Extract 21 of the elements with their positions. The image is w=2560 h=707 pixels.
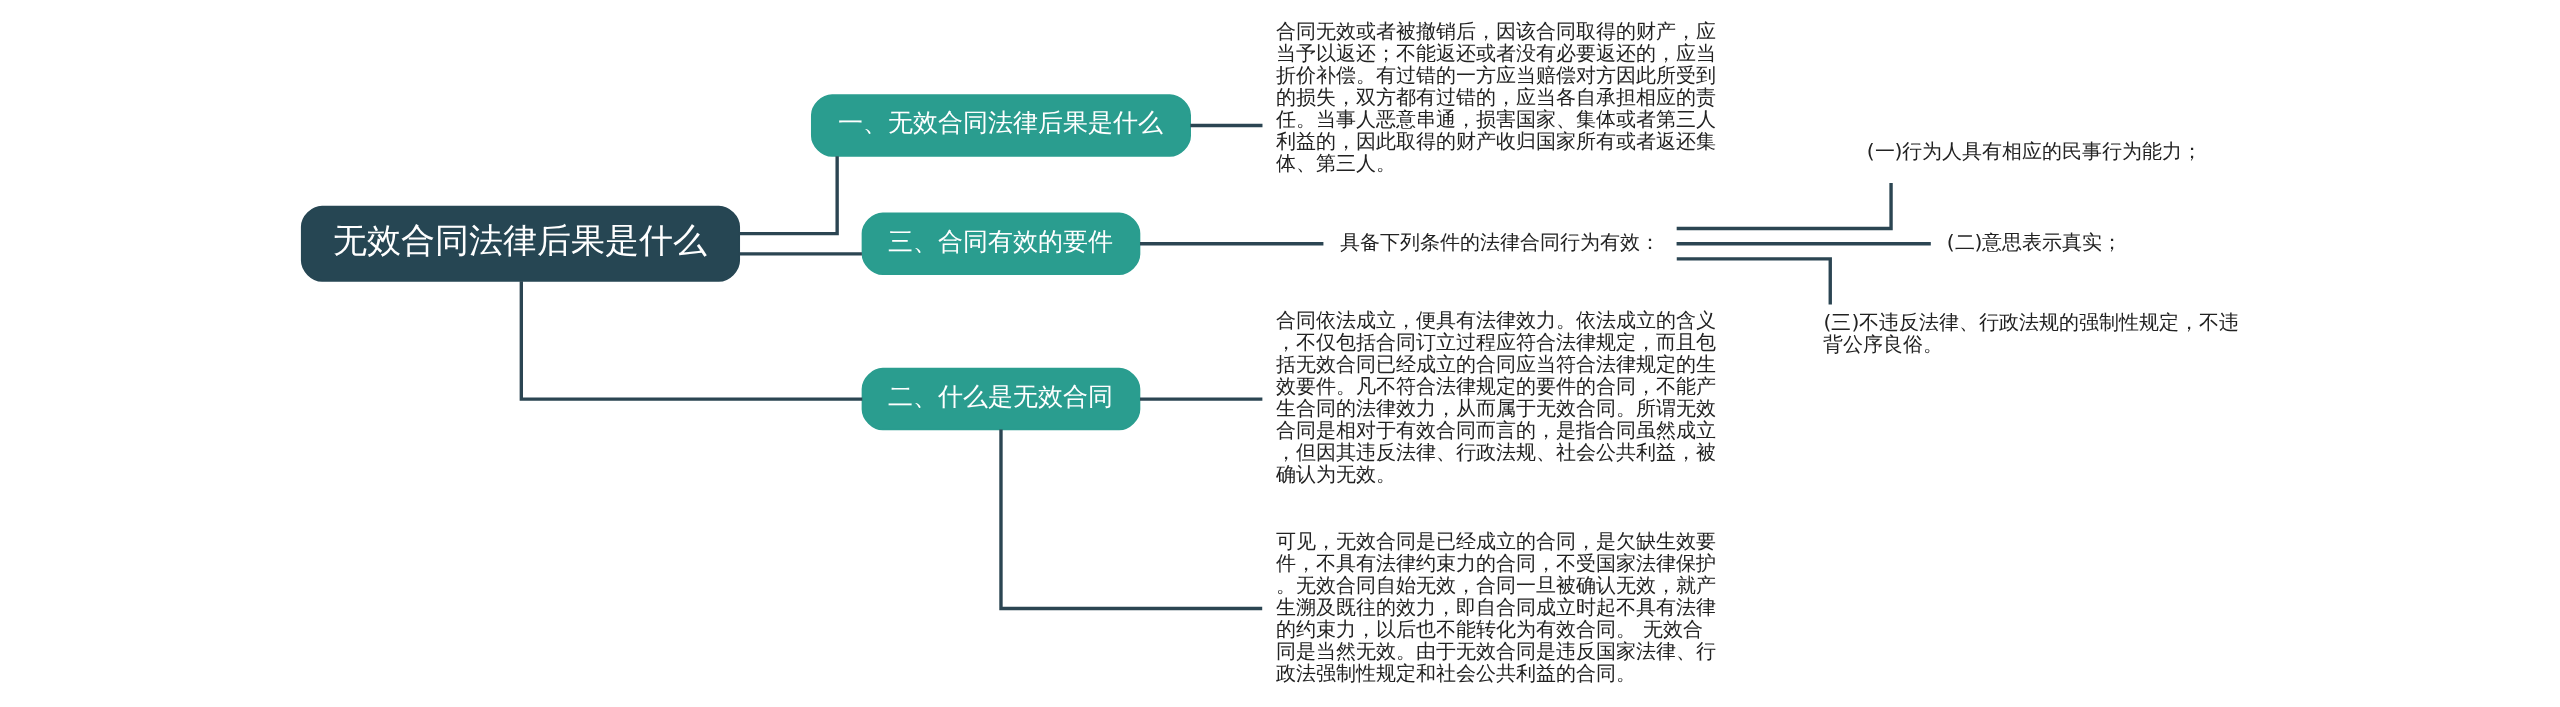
connector — [739, 252, 862, 256]
node-text: 合同依法成立，便具有法律效力。依法成立的含义，不仅包括合同订立过程应符合法律规定，而且包括无效合同已经成立的合同应当符合法律规定的生效要件。凡不符合法律规定的要件的合同，不能产生合同的法律效力，从而属于无效合同。所谓无效合同是相对于有效合同而言的，是指合同虽然成立，但因其违反法律、行政法规、社会公共利益，被确认为无效。 — [1275, 308, 1716, 487]
node-box: 二、什么是无效合同 — [861, 367, 1140, 431]
connector — [998, 429, 1262, 611]
node-text: (二)意思表示真实； — [1946, 229, 2123, 254]
node-text: 可见，无效合同是已经成立的合同，是欠缺生效要件，不具有法律约束力的合同，不受国家法律保护。无效合同自始无效，合同一旦被确认无效，就产生溯及既往的效力，即自合同成立时起不具有法律的约束力，以后也不能转化为有效合同。 无效合同是当然无效。由于无效合同是违反国家法律、行政法强制性规定和社会公共利益的合同。 — [1275, 528, 1716, 685]
node-text: 具备下列条件的法律合同行为有效： — [1339, 229, 1660, 254]
connector — [1676, 183, 1893, 231]
connector — [1139, 397, 1262, 401]
connector — [1676, 257, 1832, 305]
connector — [739, 156, 839, 236]
connector — [1189, 123, 1262, 128]
node-box: 一、无效合同法律后果是什么 — [810, 94, 1191, 157]
node-box: 无效合同法律后果是什么 — [300, 205, 740, 282]
connector — [1676, 242, 1931, 246]
node-text: 合同无效或者被撤销后，因该合同取得的财产，应当予以返还；不能返还或者没有必要返还的，应当折价补偿。有过错的一方应当赔偿对方因此所受到的损失，双方都有过错的，应当各自承担相应的责任。当事人恶意串通，损害国家、集体或者第三人利益的，因此取得的财产收归国家所有或者返还集体、第三人。 — [1275, 18, 1716, 175]
connector — [1139, 242, 1323, 246]
node-box: 三、合同有效的要件 — [861, 212, 1140, 275]
node-text: (一)行为人具有相应的民事行为能力； — [1866, 138, 2203, 163]
node-text: (三)不违反法律、行政法规的强制性规定，不违背公序良俗。 — [1823, 310, 2239, 357]
connector — [519, 281, 862, 401]
